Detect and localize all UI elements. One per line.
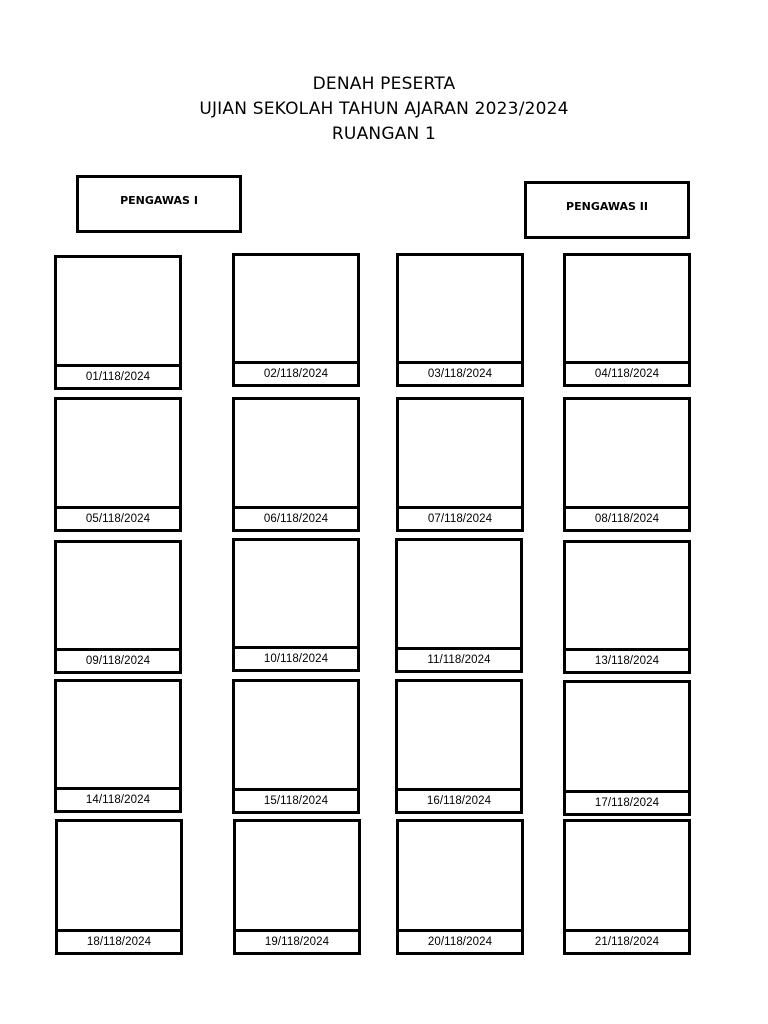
seat-number: 10/118/2024 xyxy=(235,646,357,669)
seat-card: 02/118/2024 xyxy=(232,253,360,387)
seat-card: 09/118/2024 xyxy=(54,540,182,674)
seat-number: 04/118/2024 xyxy=(566,361,688,384)
seat-card: 19/118/2024 xyxy=(233,819,361,955)
seat-card: 06/118/2024 xyxy=(232,397,360,532)
supervisor-2-label: PENGAWAS II xyxy=(566,200,648,213)
supervisor-1-label: PENGAWAS I xyxy=(120,194,198,207)
seat-card: 04/118/2024 xyxy=(563,253,691,387)
seat-card: 13/118/2024 xyxy=(563,540,691,674)
seat-number: 16/118/2024 xyxy=(398,788,520,811)
seat-card: 18/118/2024 xyxy=(55,819,183,955)
seat-number: 06/118/2024 xyxy=(235,506,357,529)
title-line-2: UJIAN SEKOLAH TAHUN AJARAN 2023/2024 xyxy=(199,99,569,119)
seat-number: 11/118/2024 xyxy=(398,647,520,670)
seat-card: 03/118/2024 xyxy=(396,253,524,387)
seat-number: 18/118/2024 xyxy=(58,929,180,952)
seat-number: 13/118/2024 xyxy=(566,648,688,671)
seat-card: 10/118/2024 xyxy=(232,538,360,672)
seat-card: 20/118/2024 xyxy=(396,819,524,955)
seat-number: 14/118/2024 xyxy=(57,787,179,810)
seat-number: 03/118/2024 xyxy=(399,361,521,384)
supervisor-1-box: PENGAWAS I xyxy=(76,175,242,233)
seat-card: 21/118/2024 xyxy=(563,819,691,955)
seat-number: 01/118/2024 xyxy=(57,364,179,387)
seat-card: 15/118/2024 xyxy=(232,679,360,814)
seat-card: 08/118/2024 xyxy=(563,397,691,532)
seat-number: 09/118/2024 xyxy=(57,648,179,671)
title-line-3: RUANGAN 1 xyxy=(331,124,437,144)
seat-number: 17/118/2024 xyxy=(566,790,688,813)
seat-number: 21/118/2024 xyxy=(566,929,688,952)
page-title: DENAH PESERTA UJIAN SEKOLAH TAHUN AJARAN… xyxy=(0,72,768,147)
seat-card: 17/118/2024 xyxy=(563,680,691,816)
seat-number: 08/118/2024 xyxy=(566,506,688,529)
title-line-1: DENAH PESERTA xyxy=(312,74,456,94)
seat-number: 07/118/2024 xyxy=(399,506,521,529)
seat-number: 19/118/2024 xyxy=(236,929,358,952)
seat-number: 20/118/2024 xyxy=(399,929,521,952)
seat-card: 11/118/2024 xyxy=(395,538,523,673)
seat-number: 02/118/2024 xyxy=(235,361,357,384)
seat-card: 14/118/2024 xyxy=(54,679,182,813)
seat-number: 15/118/2024 xyxy=(235,788,357,811)
seat-card: 01/118/2024 xyxy=(54,255,182,390)
seat-card: 07/118/2024 xyxy=(396,397,524,532)
seat-number: 05/118/2024 xyxy=(57,506,179,529)
supervisor-2-box: PENGAWAS II xyxy=(524,181,690,239)
seat-card: 16/118/2024 xyxy=(395,679,523,814)
seat-card: 05/118/2024 xyxy=(54,397,182,532)
